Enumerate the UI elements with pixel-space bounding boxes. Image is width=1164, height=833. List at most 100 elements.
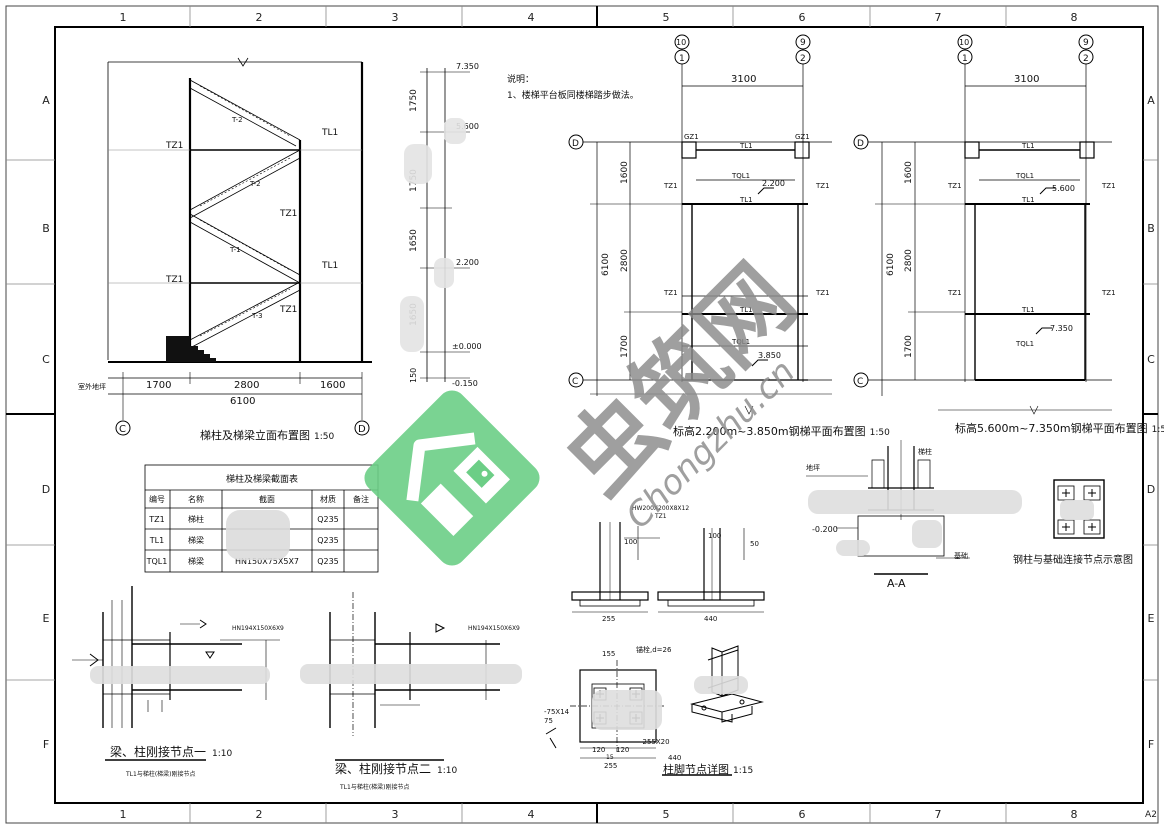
row-label: F [1148, 738, 1154, 751]
plan-dim: 3100 [1014, 74, 1039, 85]
row-label: E [1148, 612, 1155, 625]
detail-sub: TL1与梯柱(梯梁)刚接节点 [339, 783, 410, 791]
col-label: 1 [120, 808, 127, 821]
col-label: 3 [392, 11, 399, 24]
plan-label-tz1: TZ1 [1101, 182, 1116, 190]
footing-elevation-2 [657, 528, 765, 613]
plan-label-tql1: TQL1 [731, 338, 750, 346]
footing-dim: 100 [708, 532, 721, 540]
footing-dim: 50 [750, 540, 759, 548]
table-header: 备注 [353, 494, 369, 504]
table-cell: TQL1 [146, 557, 168, 566]
table-header: 名称 [188, 494, 204, 504]
plan-vdim: 1600 [904, 161, 914, 184]
blurred-patch [808, 490, 1022, 556]
grid-num: 9 [800, 38, 806, 48]
plan-label-tz1: TZ1 [1101, 289, 1116, 297]
grid-bubble-c: C [857, 377, 863, 387]
grid-bubble-c: C [119, 424, 126, 435]
footing-dim: 100 [624, 538, 637, 546]
plan-label-tl1: TL1 [1021, 306, 1035, 314]
detail-sub: TL1与梯柱(梯梁)刚接节点 [125, 770, 196, 778]
footing-elevation-1 [571, 522, 660, 613]
row-label: E [43, 612, 50, 625]
plan-label-tl1: TL1 [1021, 142, 1035, 150]
elev-dim: 2800 [234, 380, 259, 391]
col-label: 6 [799, 11, 806, 24]
plan-label-tl1: TL1 [1021, 196, 1035, 204]
grid-num: 1 [962, 54, 968, 64]
footing-dim: 120 [592, 746, 605, 754]
elev-vdim: 150 [409, 368, 418, 383]
plan-label-gz1: GZ1 [795, 133, 810, 141]
footing-plate: -255X20 [640, 738, 670, 746]
elev-dim: 1600 [320, 380, 345, 391]
grid-num: 10 [959, 38, 969, 47]
row-label: B [1147, 222, 1155, 235]
plan-vdim-total: 6100 [886, 253, 896, 276]
elevation-view [107, 57, 470, 436]
blurred-patch [226, 510, 290, 560]
section-title: A-A [887, 577, 906, 590]
footing-dim: 440 [704, 615, 717, 623]
plan-label-tz1: TZ1 [663, 182, 678, 190]
grid-num: 10 [676, 38, 686, 47]
plan-1 [568, 34, 832, 415]
grid-bubble-d: D [857, 139, 864, 149]
watermark-logo [364, 390, 540, 566]
plan-vdim: 1700 [904, 335, 914, 358]
col-label: 8 [1071, 11, 1078, 24]
notes-item: 1、楼梯平台板同楼梯踏步做法。 [507, 89, 639, 101]
plan-label-gz1: GZ1 [684, 133, 699, 141]
col-label: 6 [799, 808, 806, 821]
plan-label-tl1: TL1 [739, 306, 753, 314]
plan-vdim: 1700 [620, 335, 630, 358]
row-label: A [42, 94, 50, 107]
footing-section: HW200X200X8X12 [632, 505, 689, 512]
footing-dim: 255 [602, 615, 615, 623]
plan-dim: 3100 [731, 74, 756, 85]
col-label: 8 [1071, 808, 1078, 821]
plan-vdim-total: 6100 [601, 253, 611, 276]
plan-label-tz1: TZ1 [663, 289, 678, 297]
elev-vdim: 1650 [409, 229, 419, 252]
col-label: 7 [935, 808, 942, 821]
table-cell: 梯柱 [188, 514, 204, 524]
sheet-size: A2 [1145, 810, 1157, 820]
grid-num: 9 [1083, 38, 1089, 48]
elev-dim-total: 6100 [230, 396, 255, 407]
footing-plate: -75X14 [544, 708, 570, 716]
blurred-patch [400, 118, 466, 352]
elev-label-tz1: TZ1 [165, 141, 183, 151]
grid-bubble-c: C [572, 377, 578, 387]
plan-level: 3.850 [758, 351, 781, 360]
table-cell: 梯梁 [188, 535, 204, 545]
table-title: 梯柱及梯梁截面表 [226, 473, 298, 485]
elev-level: -0.150 [452, 379, 478, 388]
table-cell: HN150X75X5X7 [235, 557, 299, 566]
table-cell: 梯梁 [188, 556, 204, 566]
plan-vdim: 2800 [904, 249, 914, 272]
table-header: 编号 [149, 494, 165, 504]
section-label: 基础 [954, 551, 968, 560]
col-label: 1 [120, 11, 127, 24]
table-cell: TL1 [149, 536, 164, 545]
plan-label-tz1: TZ1 [815, 289, 830, 297]
footing-dim: 75 [544, 717, 553, 725]
footing-dim: 155 [602, 650, 615, 658]
elev-level: 5.600 [456, 122, 479, 131]
plan-label-tql1: TQL1 [1015, 340, 1034, 348]
col-label: 4 [528, 11, 535, 24]
elev-label-tl1: TL1 [321, 128, 338, 138]
elev-label-tl1: TL1 [321, 261, 338, 271]
elev-label-tz1: TZ1 [279, 305, 297, 315]
col-label: 2 [256, 808, 263, 821]
grid-num: 1 [679, 54, 685, 64]
row-label: A [1147, 94, 1155, 107]
